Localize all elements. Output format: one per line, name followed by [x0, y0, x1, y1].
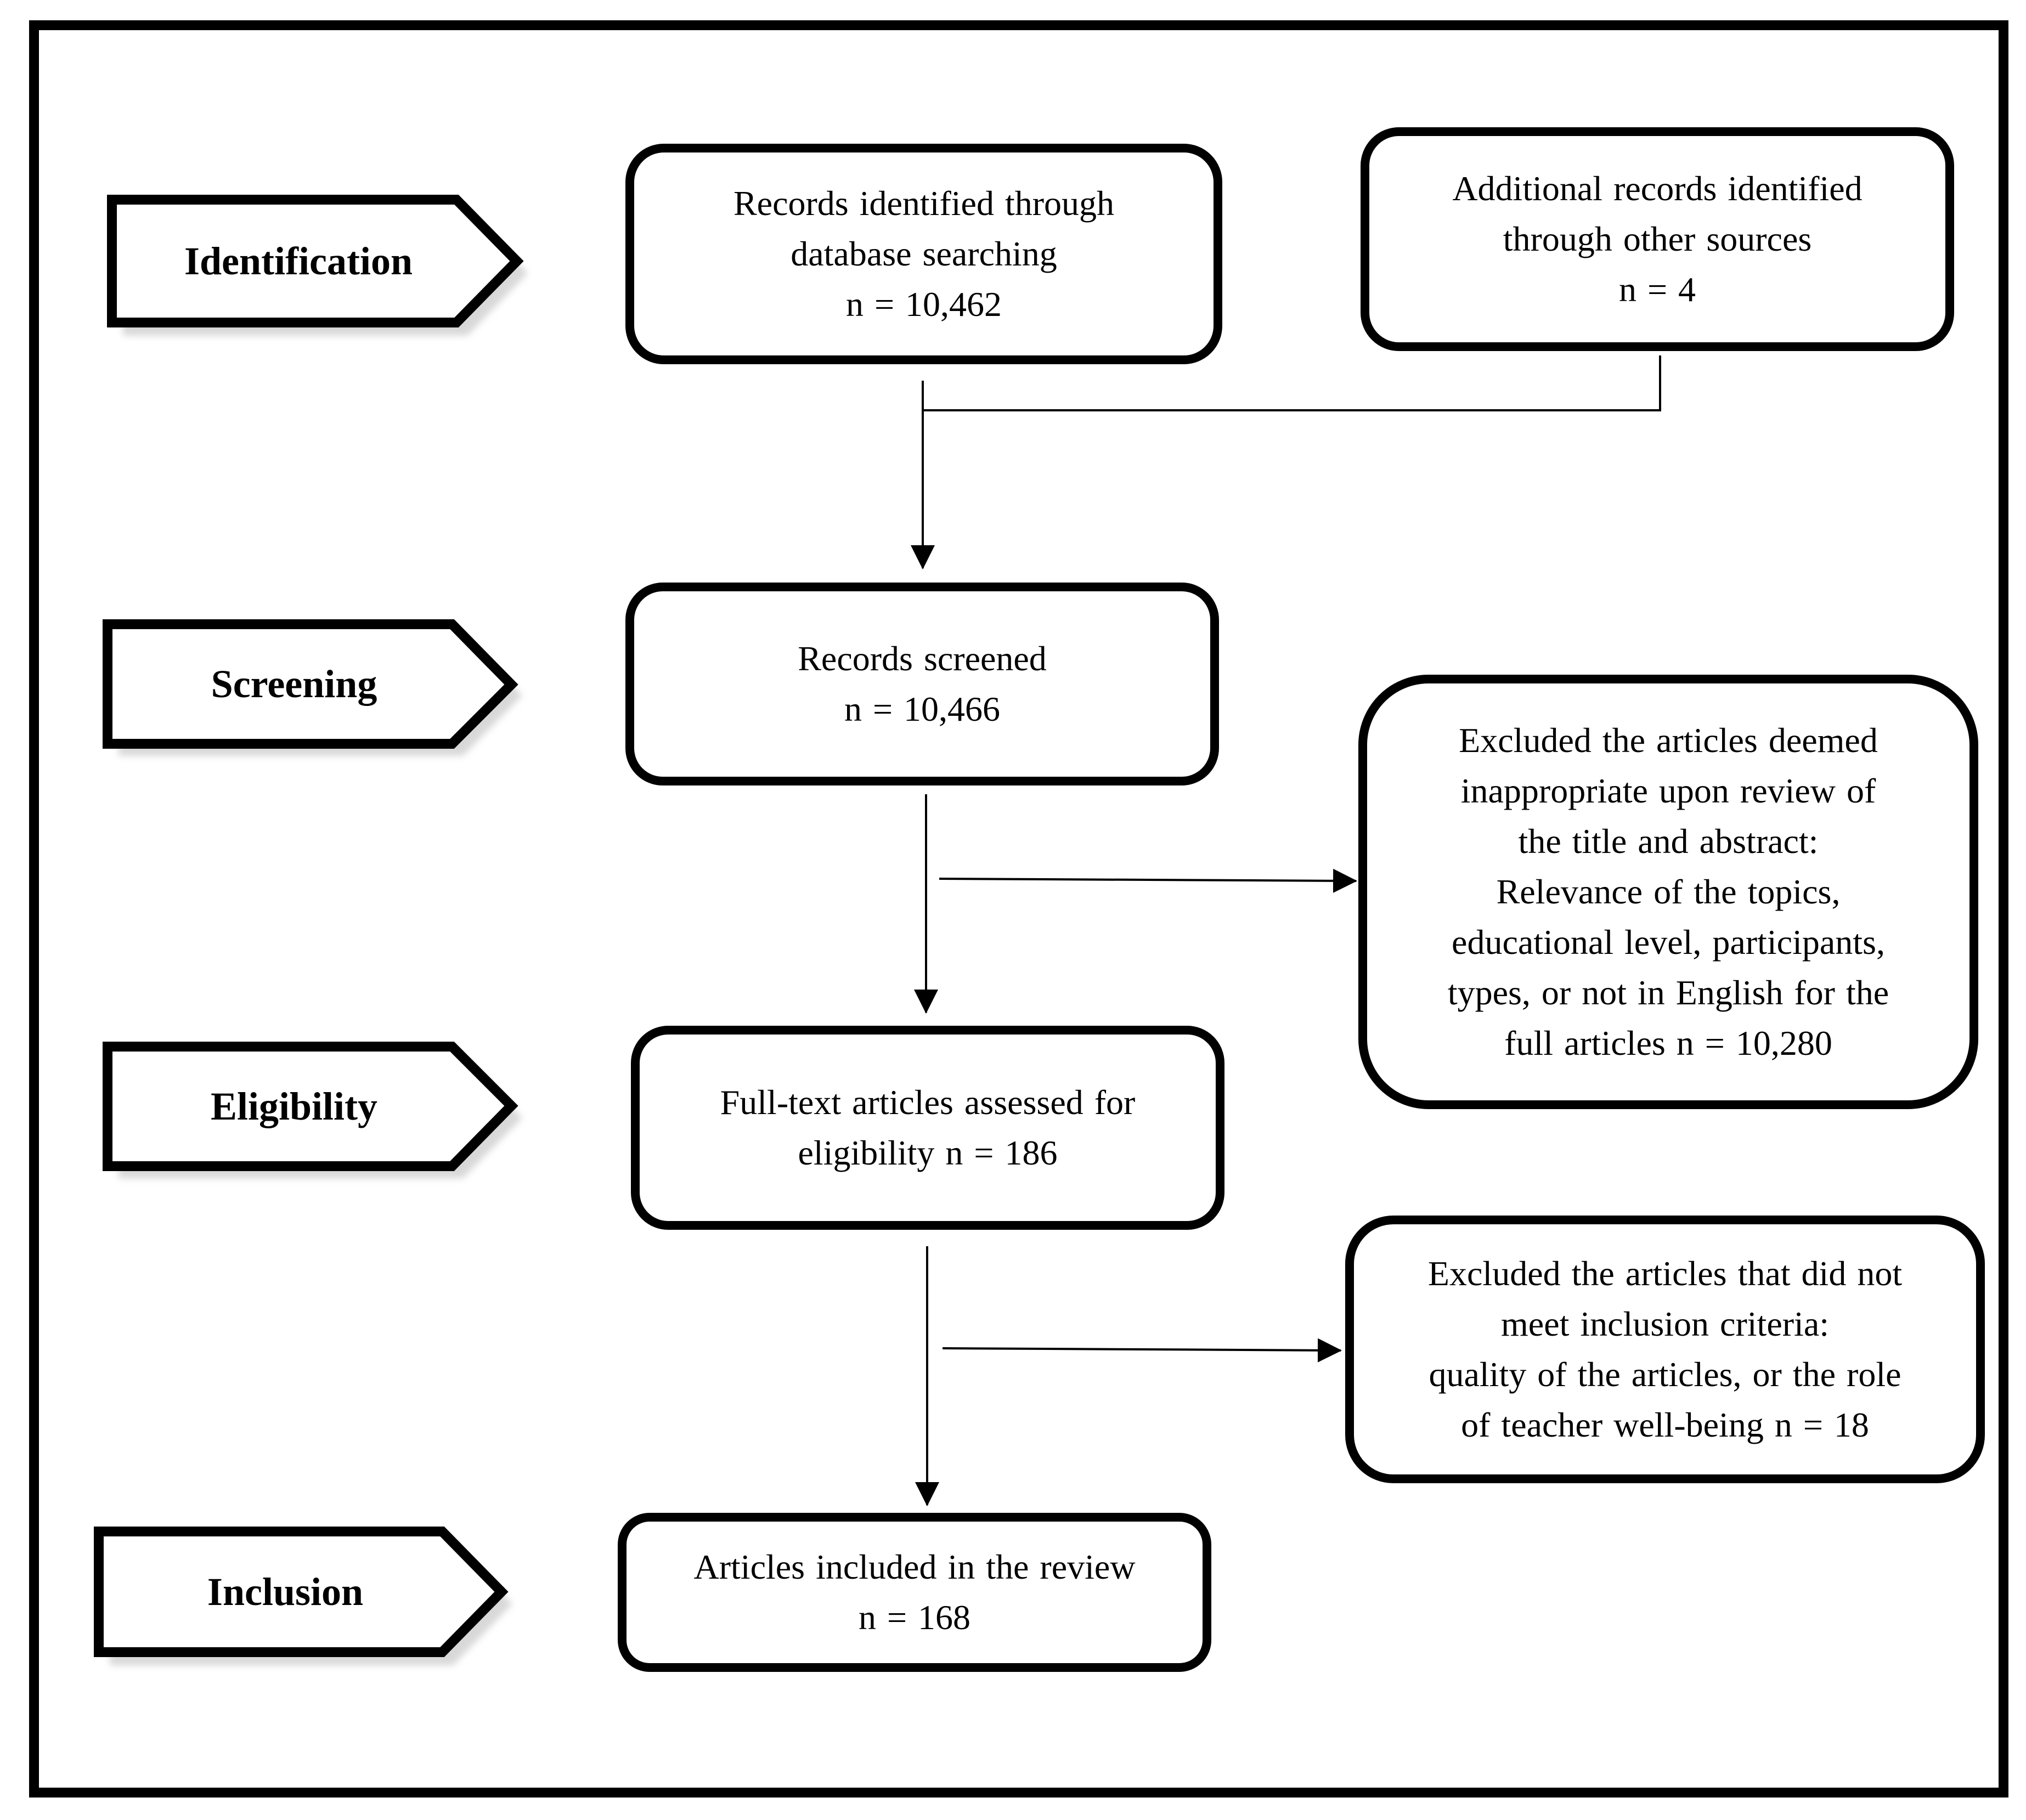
screened-box	[625, 583, 1219, 785]
database-records-text: Records identified through database sear…	[733, 184, 1115, 324]
connector-other-sources-merge	[923, 355, 1661, 411]
screened-text: Records screened n = 10,466	[798, 639, 1047, 728]
eligibility-stage-arrow	[103, 1042, 518, 1171]
excluded-criteria-text: Excluded the articles that did not meet …	[1427, 1254, 1903, 1444]
inclusion-stage-arrow	[94, 1527, 509, 1657]
connector-excluded-criteria	[942, 1338, 1342, 1363]
other-sources-text: Additional records identified through ot…	[1452, 169, 1863, 309]
included-text: Articles included in the review n = 168	[693, 1547, 1136, 1637]
included-box	[618, 1513, 1211, 1672]
excluded-title-abstract-box	[1358, 675, 1978, 1109]
stage-label-identification: Identification	[184, 239, 413, 283]
other-sources-box	[1361, 127, 1954, 351]
excluded-criteria-box	[1345, 1216, 1985, 1483]
stage-label-inclusion: Inclusion	[207, 1569, 364, 1614]
screening-stage-arrow	[103, 619, 518, 749]
stage-label-eligibility: Eligibility	[210, 1084, 378, 1128]
stage-label-screening: Screening	[211, 662, 377, 706]
database-records-box	[625, 144, 1222, 364]
full-text-box	[631, 1026, 1224, 1230]
excluded-title-abstract-text: Excluded the articles deemed inappropria…	[1447, 721, 1889, 1062]
full-text-text: Full-text articles assessed for eligibil…	[720, 1083, 1136, 1172]
outer-frame	[29, 20, 2008, 1798]
identification-stage-arrow	[107, 195, 524, 327]
connector-excluded-title-abstract	[939, 868, 1357, 893]
